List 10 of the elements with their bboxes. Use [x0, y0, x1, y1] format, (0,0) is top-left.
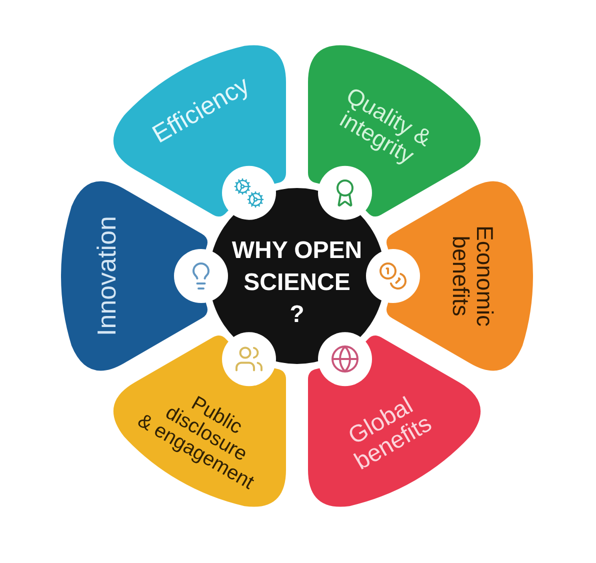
petal-segment	[61, 181, 208, 371]
petal-segment	[113, 335, 286, 507]
petal-segment	[308, 45, 481, 217]
center-hub	[212, 188, 382, 364]
hub-title: WHY OPEN SCIENCE ?	[232, 236, 362, 330]
segment-label: Economic benefits	[448, 226, 498, 326]
petal-segment	[386, 181, 533, 371]
segment-label: Innovation	[93, 216, 121, 336]
petal-segment	[308, 335, 481, 507]
petal-segment	[113, 45, 286, 217]
